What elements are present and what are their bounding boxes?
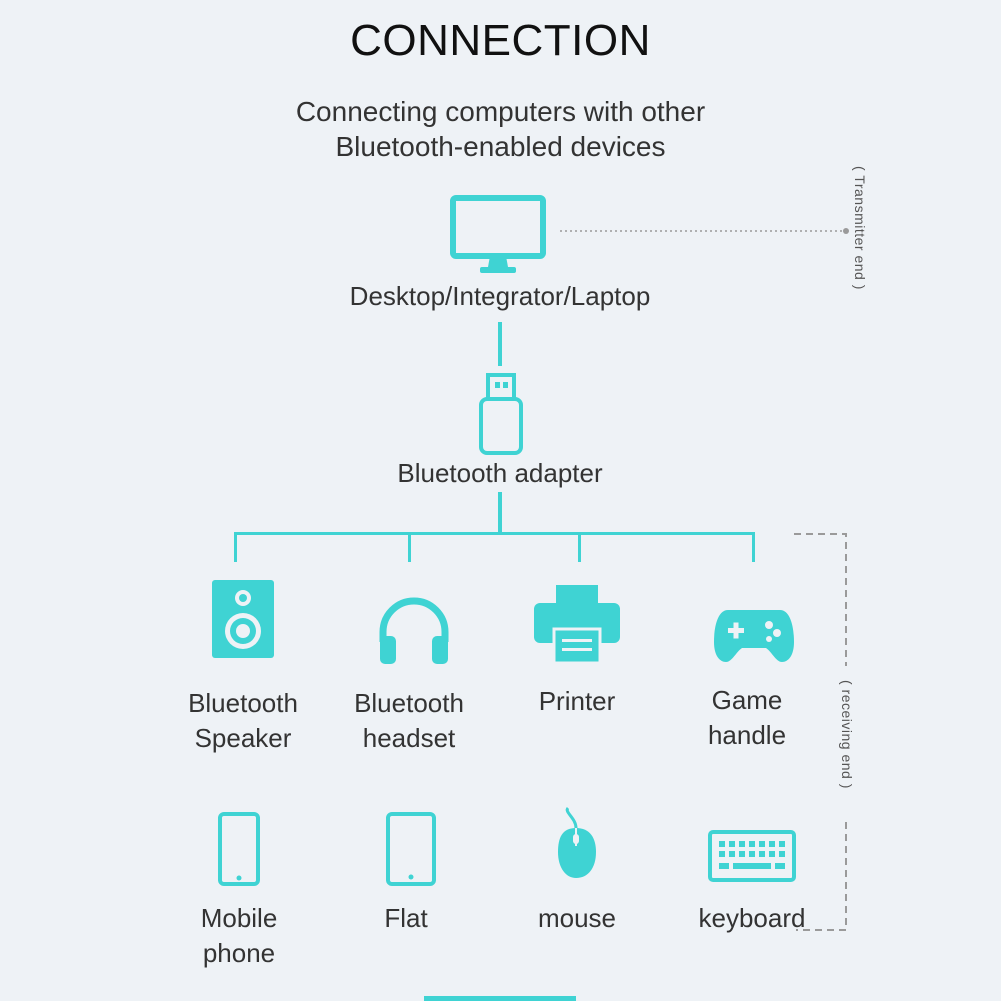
- tablet-icon: [386, 812, 436, 886]
- subtitle-line-1: Connecting computers with other: [295, 96, 706, 127]
- bottom-accent-bar: [424, 996, 576, 1001]
- device-label-keyboard: keyboard: [698, 903, 806, 933]
- connector-line: [498, 322, 502, 366]
- printer-icon: [534, 585, 620, 665]
- monitor-icon: [450, 195, 546, 273]
- phone-icon: [218, 812, 260, 886]
- tree-drop-printer: [578, 532, 581, 562]
- adapter-label: Bluetooth adapter: [397, 458, 603, 488]
- page-subtitle: Connecting computers with other Bluetoot…: [0, 94, 1001, 164]
- keyboard-icon: [708, 830, 796, 882]
- subtitle-line-2: Bluetooth-enabled devices: [335, 131, 666, 162]
- transmitter-side-label: ( Transmitter end ): [852, 166, 868, 290]
- receiving-side-label: ( receiving end ): [839, 680, 855, 789]
- mouse-icon: [558, 806, 596, 878]
- tree-branch-line: [234, 532, 755, 535]
- tree-trunk-line: [498, 492, 502, 534]
- usb-dongle-icon: [479, 373, 523, 455]
- headphones-icon: [379, 597, 449, 664]
- tree-drop-speaker: [234, 532, 237, 562]
- transmitter-guide-line: [560, 228, 849, 234]
- device-label-mouse: mouse: [537, 903, 617, 933]
- device-label-tablet: Flat: [384, 903, 428, 933]
- transmitter-label: Desktop/Integrator/Laptop: [349, 281, 651, 311]
- speaker-icon: [212, 580, 274, 658]
- tree-drop-gamepad: [752, 532, 755, 562]
- gamepad-icon: [714, 610, 794, 662]
- page-title: CONNECTION: [350, 16, 651, 65]
- receiving-bracket: [794, 533, 847, 931]
- tree-drop-headset: [408, 532, 411, 562]
- device-label-printer: Printer: [538, 686, 616, 716]
